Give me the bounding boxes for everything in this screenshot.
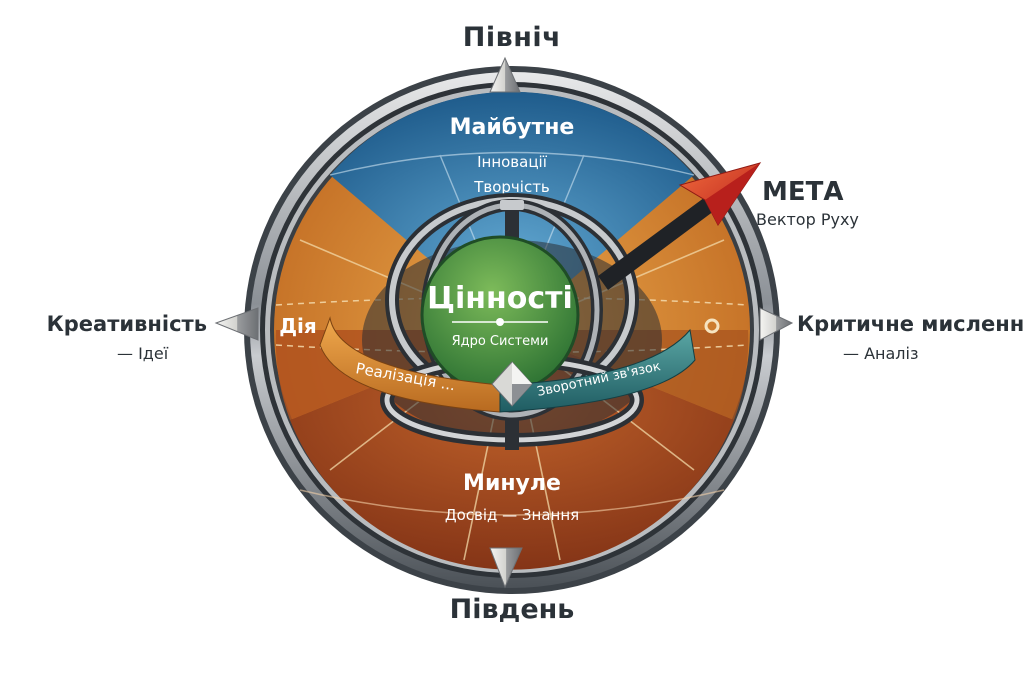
center-diamond-icon <box>491 361 533 407</box>
south-point-icon <box>489 547 523 589</box>
goal-label-title: МЕТА <box>762 177 844 207</box>
sector-past-subtitle: Досвід — Знання <box>445 506 579 524</box>
east-label-subtitle: — Аналіз <box>843 344 919 363</box>
north-point-icon <box>489 56 521 93</box>
west-label-title: Креативність <box>46 312 207 336</box>
west-point-icon <box>214 307 259 341</box>
core-title: Цінності <box>427 281 573 316</box>
goal-arrow-icon <box>598 162 762 290</box>
east-point-icon <box>759 307 794 341</box>
goal-label-subtitle: Вектор Руху <box>756 210 859 229</box>
south-label: Південь <box>449 594 575 625</box>
band-right <box>499 328 696 413</box>
north-label: Північ <box>462 22 562 53</box>
core-subtitle: Ядро Системи <box>452 334 549 349</box>
east-label-title: Критичне мислення <box>797 312 1024 336</box>
gimbal-post-bottom <box>505 420 519 450</box>
sector-future-title: Майбутне <box>450 115 575 140</box>
core-dot <box>496 318 504 326</box>
sector-future-line-1: Інновації <box>477 153 548 171</box>
sector-action-title: Дія <box>279 314 317 338</box>
core-sphere <box>420 235 580 395</box>
gimbal-post-top <box>505 205 519 245</box>
sector-future-line-2: Творчість <box>473 178 550 196</box>
ring-marker-icon <box>704 318 720 334</box>
sector-past-title: Минуле <box>463 471 561 496</box>
west-label-subtitle: — Ідеї <box>117 344 169 363</box>
band-ribbon <box>319 316 696 413</box>
